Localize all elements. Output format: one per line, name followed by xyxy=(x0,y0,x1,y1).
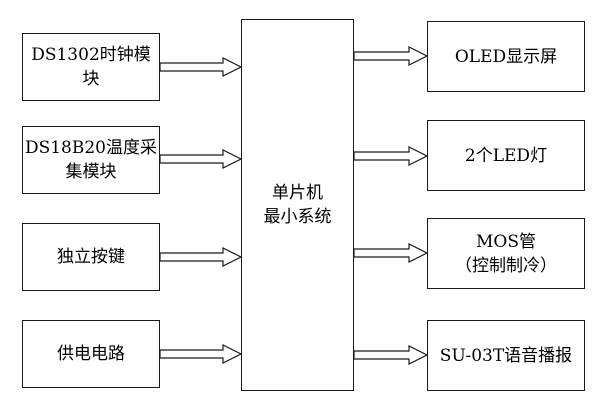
mcu-label: 单片机 最小系统 xyxy=(263,183,332,227)
arrow-power-to-mcu xyxy=(159,344,243,364)
mos-label: MOS管 （控制制冷） xyxy=(455,231,557,276)
ds1302-label: DS1302时钟模块 xyxy=(31,45,151,89)
voice-label: SU-03T语音播报 xyxy=(439,345,573,366)
arrow-mcu-to-mos xyxy=(353,243,429,263)
key-label: 独立按键 xyxy=(57,247,125,267)
led-box: 2个LED灯 xyxy=(427,120,585,191)
power-label: 供电电路 xyxy=(57,344,125,364)
arrow-mcu-to-voice xyxy=(353,345,429,365)
arrow-ds18b20-to-mcu xyxy=(159,149,243,169)
su03t-voice-broadcast-box: SU-03T语音播报 xyxy=(427,320,585,391)
mcu-minimum-system-box: 单片机 最小系统 xyxy=(241,19,354,391)
led-label: 2个LED灯 xyxy=(464,145,548,166)
ds18b20-label: DS18B20温度采 集模块 xyxy=(24,138,158,182)
oled-display-box: OLED显示屏 xyxy=(427,21,585,92)
ds1302-clock-module-box: DS1302时钟模块 xyxy=(22,33,160,101)
oled-label: OLED显示屏 xyxy=(454,46,558,67)
arrow-mcu-to-led xyxy=(353,146,429,166)
arrow-key-to-mcu xyxy=(159,247,243,267)
arrow-mcu-to-oled xyxy=(353,46,429,66)
arrow-ds1302-to-mcu xyxy=(159,57,243,77)
mos-cooling-control-box: MOS管 （控制制冷） xyxy=(427,218,585,289)
